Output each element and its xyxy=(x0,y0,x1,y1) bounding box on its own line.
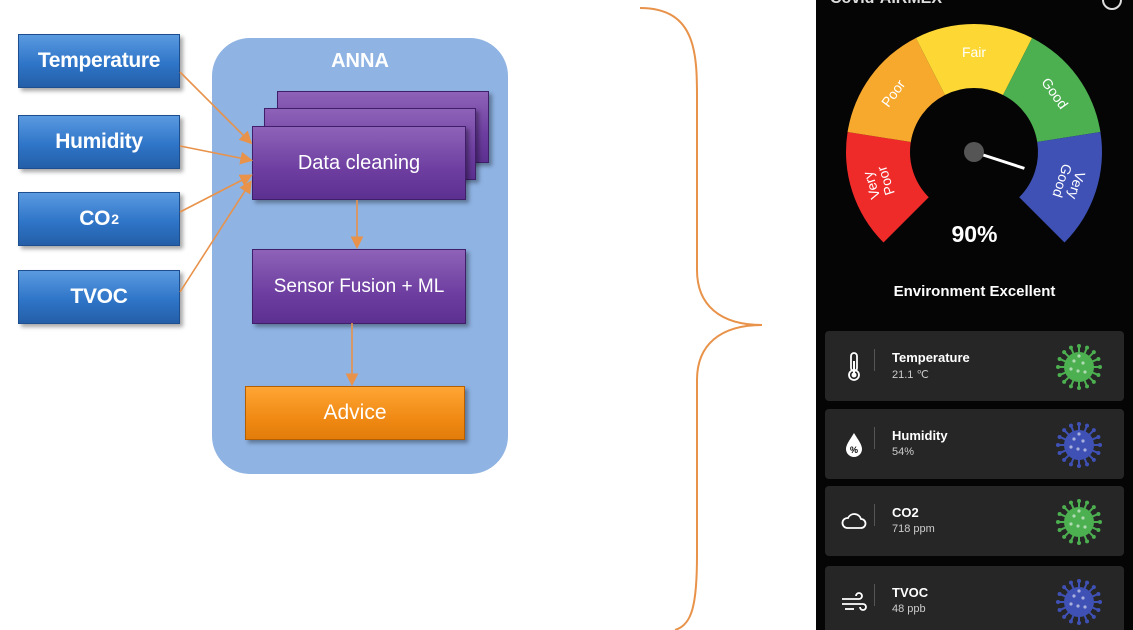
humidity-drop-icon: % xyxy=(846,433,862,457)
card-value: 48 ppb xyxy=(892,603,926,615)
gauge-segment-very-good xyxy=(1019,131,1102,243)
card-value: 718 ppm xyxy=(892,523,935,535)
card-name: CO2 xyxy=(892,505,919,520)
svg-text:%: % xyxy=(850,445,858,455)
environment-status: Environment Excellent xyxy=(893,283,1056,300)
sensor-co2-label: CO xyxy=(79,207,111,230)
data-cleaning-label: Data cleaning xyxy=(297,151,421,174)
gauge-hub xyxy=(964,142,984,162)
gauge-segment-poor xyxy=(847,37,945,142)
data-cleaning-box: Data cleaning xyxy=(252,126,466,200)
card-value: 21.1 ℃ xyxy=(892,369,929,381)
gauge-segment-very-poor xyxy=(846,131,929,243)
wind-icon xyxy=(842,592,867,611)
arrow-temperature-to-cleaning xyxy=(179,71,253,145)
sensor-fusion-label: Sensor Fusion + ML xyxy=(273,275,445,297)
sensor-co2-subscript: 2 xyxy=(111,211,119,227)
sensor-temperature: Temperature xyxy=(18,34,180,88)
gauge-segment-fair xyxy=(915,24,1033,95)
sensor-temperature-label: Temperature xyxy=(37,49,161,72)
thermometer-icon xyxy=(848,352,860,381)
virus-icon xyxy=(1056,579,1102,625)
arrow-co2-to-cleaning xyxy=(179,174,253,213)
diagram-connectors xyxy=(179,7,763,630)
advice-box: Advice xyxy=(245,386,465,440)
card-divider xyxy=(874,427,875,449)
gauge-segment-good xyxy=(1003,37,1101,142)
sensor-fusion-box: Sensor Fusion + ML xyxy=(252,249,466,324)
sensor-card-co2[interactable]: CO2 718 ppm xyxy=(825,486,1124,556)
sensor-card-temperature[interactable]: Temperature 21.1 ℃ xyxy=(825,331,1124,401)
card-name: Humidity xyxy=(892,428,948,443)
sensor-humidity: Humidity xyxy=(18,115,180,169)
sensor-card-humidity[interactable]: % Humidity 54% xyxy=(825,409,1124,479)
card-name: Temperature xyxy=(892,350,970,365)
anna-title: ANNA xyxy=(331,50,389,72)
card-value: 54% xyxy=(892,446,915,458)
sensor-card-tvoc[interactable]: TVOC 48 ppb xyxy=(825,566,1124,630)
arrow-humidity-to-cleaning xyxy=(179,145,254,165)
app-title: Covid-AIRMEX xyxy=(830,0,942,8)
card-name: TVOC xyxy=(892,585,929,600)
gauge-label-fair: Fair xyxy=(962,44,986,60)
advice-label: Advice xyxy=(323,401,387,424)
arrow-tvoc-to-cleaning xyxy=(179,180,252,293)
curly-brace xyxy=(639,7,763,630)
card-divider xyxy=(874,504,875,526)
virus-icon xyxy=(1056,344,1102,390)
sensor-tvoc-label: TVOC xyxy=(70,285,128,308)
gauge-percent: 90% xyxy=(951,221,998,247)
virus-icon xyxy=(1056,499,1102,545)
sensor-humidity-label: Humidity xyxy=(55,130,143,153)
card-divider xyxy=(874,349,875,371)
virus-icon xyxy=(1056,422,1102,468)
sensor-tvoc: TVOC xyxy=(18,270,180,324)
cloud-icon xyxy=(841,513,867,529)
card-divider xyxy=(874,584,875,606)
mobile-app-screen: Covid-AIRMEX VeryPoorPoorFairGoodVeryGoo… xyxy=(816,0,1133,630)
